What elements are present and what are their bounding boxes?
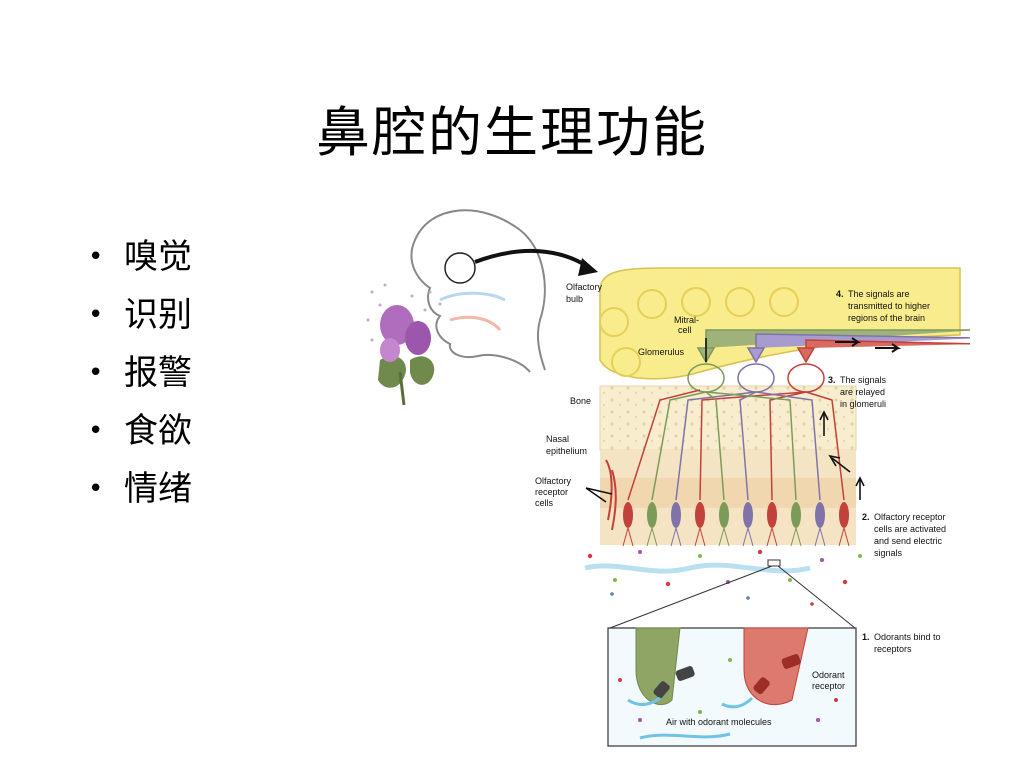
mitral-cells (696, 329, 970, 364)
bullet-item: • 识别 (88, 286, 192, 344)
label-air-odorant: Air with odorant molecules (666, 717, 772, 727)
slide-title: 鼻腔的生理功能 (316, 101, 708, 164)
lilac-cluster (380, 338, 400, 362)
receptor-cilia (622, 527, 850, 547)
bullet-dot: • (88, 416, 104, 446)
side-receptor-cells (605, 459, 617, 531)
brain-signal-arrows (835, 337, 902, 353)
bullet-dot: • (88, 474, 104, 504)
bullet-dot: • (88, 242, 104, 272)
mitral-cell-purple (746, 333, 970, 364)
inset-zoom-lines (609, 565, 856, 629)
pointer-arrows (585, 338, 865, 503)
label-bone: Bone (570, 396, 591, 406)
bulb-circles (599, 287, 799, 377)
zoom-arrow-head (578, 258, 598, 276)
bullet-text: 情绪 (124, 469, 192, 509)
nasal-passage (439, 291, 506, 302)
bullet-text: 食欲 (124, 411, 192, 451)
inset-odorant-molecules (618, 658, 838, 722)
label-glomerulus: Glomerulus (638, 347, 685, 357)
bullet-item: • 报警 (88, 344, 192, 402)
bullet-dot: • (88, 358, 104, 388)
olfactory-bulb (599, 267, 961, 380)
head-outline (410, 209, 531, 373)
bullet-list: • 嗅觉 • 识别 • 报警 • 食欲 • 情绪 (88, 228, 192, 518)
bullet-item: • 情绪 (88, 460, 192, 518)
air-stream (584, 549, 862, 606)
flower-stem (398, 371, 406, 406)
head-back (519, 229, 546, 371)
flower-leaves (378, 355, 435, 388)
bullet-dot: • (88, 300, 104, 330)
step-4-text: 4. The signals are transmitted to higher… (836, 282, 935, 323)
zoom-circle (444, 252, 476, 284)
inset-zoom-marker (767, 559, 781, 567)
zoom-arrow (474, 248, 592, 270)
bullet-item: • 食欲 (88, 402, 192, 460)
scent-dots (366, 283, 442, 342)
throat-passage (449, 315, 502, 332)
bullet-text: 识别 (124, 295, 192, 335)
lilac-cluster (405, 321, 431, 355)
mitral-cell-red (796, 339, 970, 364)
label-mitral-cell: Mitral-cell (674, 315, 699, 335)
bullet-text: 嗅觉 (124, 237, 192, 277)
bullet-text: 报警 (124, 353, 192, 393)
inset-air-arrows (627, 696, 754, 740)
odorant-molecules (587, 549, 862, 606)
inset-receptor-proteins (653, 654, 801, 699)
head-profile-illustration (410, 209, 546, 373)
step-1-text: 1. Odorants bind to receptors (862, 625, 946, 654)
step-3-text: 3. The signals are relayed in glomeruli (828, 368, 891, 409)
receptor-axons (627, 389, 845, 501)
olfactory-receptor-cells (623, 502, 849, 528)
bullet-item: • 嗅觉 (88, 228, 192, 286)
lilac-flower-illustration (366, 283, 442, 406)
nasal-epithelium-band (600, 478, 856, 508)
step-2-text: 2. Olfactory receptor cells are activate… (862, 505, 951, 558)
